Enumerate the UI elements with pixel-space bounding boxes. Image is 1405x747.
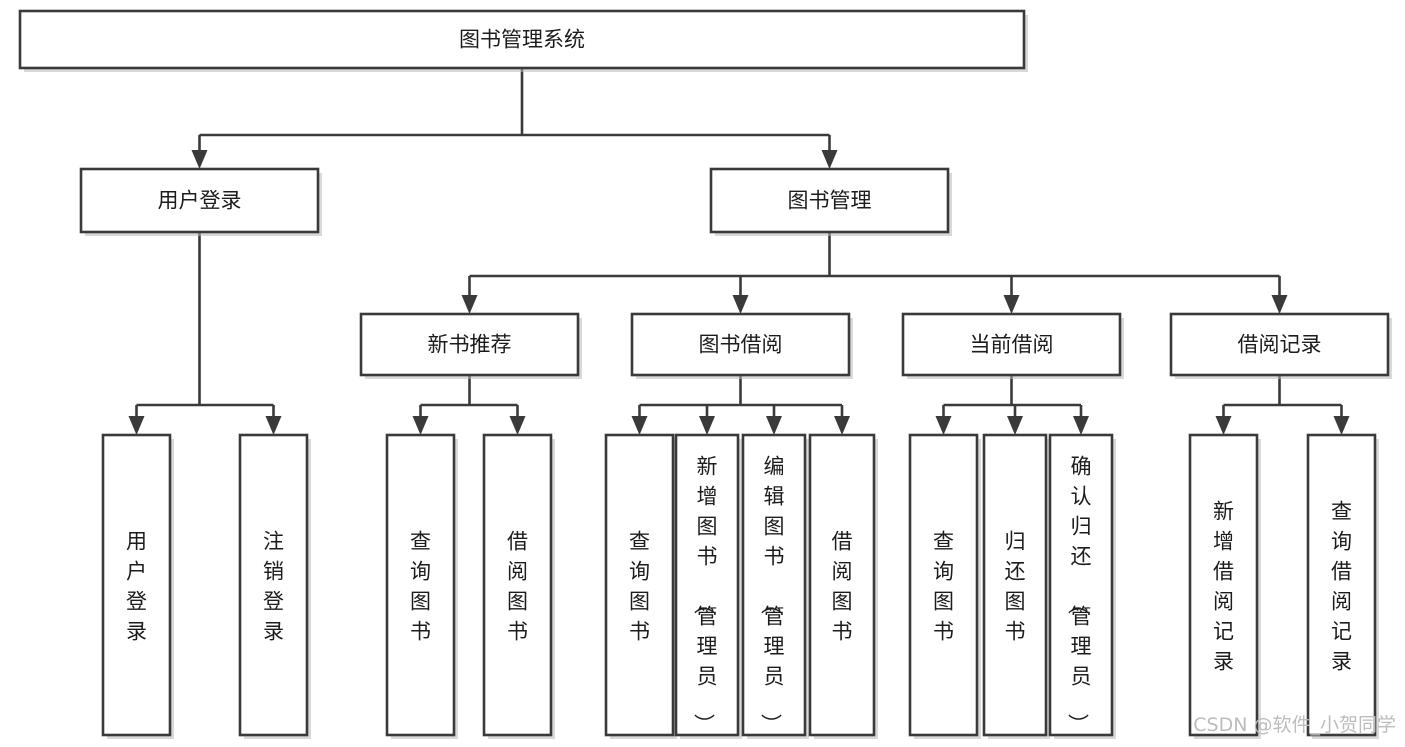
node-label: 查询借阅记录: [1331, 499, 1352, 673]
node-leaf-add-book[interactable]: 新增图书（管理员）: [674, 433, 742, 739]
node-box[interactable]: [385, 433, 456, 737]
arrow-head: [631, 416, 648, 435]
node-label: 编辑图书（管理员）: [759, 454, 785, 734]
arrow-head: [766, 416, 782, 435]
arrow-head: [1271, 295, 1288, 314]
node-label: 查询图书: [933, 529, 954, 643]
node-box[interactable]: [1306, 433, 1377, 737]
node-leaf-borrow-book-1[interactable]: 借阅图书: [482, 433, 555, 739]
node-box[interactable]: [359, 312, 580, 377]
node-leaf-confirm-return[interactable]: 确认归还（管理员）: [1048, 433, 1116, 739]
node-box[interactable]: [982, 433, 1048, 737]
node-label: 新增图书（管理员）: [692, 454, 718, 734]
arrow-head: [191, 150, 208, 169]
arrow-head: [834, 416, 850, 435]
arrow-head: [128, 416, 145, 435]
node-box[interactable]: [1169, 312, 1390, 377]
node-leaf-query-book-1[interactable]: 查询图书: [385, 433, 458, 739]
node-user-login[interactable]: 用户登录: [79, 167, 322, 236]
node-box[interactable]: [604, 433, 675, 737]
node-label: 当前借阅: [970, 333, 1054, 357]
arrow-head: [732, 295, 749, 314]
node-label: 图书借阅: [699, 333, 783, 357]
node-leaf-user-logout[interactable]: 注销登录: [238, 433, 311, 739]
node-box[interactable]: [908, 433, 979, 737]
arrow-head: [935, 416, 952, 435]
nodes-layer: 图书管理系统用户登录图书管理新书推荐图书借阅当前借阅借阅记录用户登录注销登录查询…: [18, 9, 1392, 739]
node-label: 新增借阅记录: [1213, 499, 1234, 673]
node-box[interactable]: [901, 312, 1122, 377]
arrow-head: [461, 295, 478, 314]
arrow-head: [699, 416, 715, 435]
node-current-borrow[interactable]: 当前借阅: [901, 312, 1124, 379]
node-label: 注销登录: [263, 529, 284, 643]
node-box[interactable]: [101, 433, 172, 737]
arrow-head: [1215, 416, 1232, 435]
arrow-head: [509, 416, 526, 435]
node-box[interactable]: [709, 167, 950, 234]
arrow-head: [1333, 416, 1350, 435]
node-leaf-return-book[interactable]: 归还图书: [982, 433, 1050, 739]
node-box[interactable]: [674, 433, 740, 737]
node-label: 查询图书: [410, 529, 431, 643]
node-label: 借阅记录: [1238, 333, 1322, 357]
node-label: 用户登录: [158, 189, 242, 213]
node-borrow-record[interactable]: 借阅记录: [1169, 312, 1392, 379]
arrow-head: [265, 416, 282, 435]
node-leaf-user-login[interactable]: 用户登录: [101, 433, 174, 739]
node-leaf-add-record[interactable]: 新增借阅记录: [1188, 433, 1261, 739]
node-book-manage[interactable]: 图书管理: [709, 167, 952, 236]
arrow-head: [1073, 416, 1089, 435]
node-label: 新书推荐: [428, 333, 512, 357]
node-box[interactable]: [482, 433, 553, 737]
node-root[interactable]: 图书管理系统: [18, 9, 1028, 72]
node-label: 用户登录: [126, 529, 147, 643]
node-box[interactable]: [630, 312, 851, 377]
node-box[interactable]: [1048, 433, 1114, 737]
node-box[interactable]: [18, 9, 1026, 70]
node-box[interactable]: [79, 167, 320, 234]
node-label: 图书管理: [788, 189, 872, 213]
node-label: 图书管理系统: [459, 28, 585, 52]
node-new-book-rec[interactable]: 新书推荐: [359, 312, 582, 379]
node-label: 查询图书: [629, 529, 650, 643]
node-leaf-edit-book[interactable]: 编辑图书（管理员）: [741, 433, 809, 739]
node-leaf-query-record[interactable]: 查询借阅记录: [1306, 433, 1379, 739]
arrow-head: [821, 150, 838, 169]
arrow-head: [412, 416, 429, 435]
node-box[interactable]: [238, 433, 309, 737]
csdn-watermark: CSDN @软件_小贺同学: [1193, 714, 1396, 736]
connectors-layer: [128, 68, 1350, 435]
arrow-head: [1007, 416, 1023, 435]
node-label: 归还图书: [1005, 529, 1026, 643]
node-label: 借阅图书: [507, 529, 528, 643]
node-leaf-query-book-3[interactable]: 查询图书: [908, 433, 981, 739]
node-leaf-borrow-book-2[interactable]: 借阅图书: [808, 433, 878, 739]
node-book-borrow[interactable]: 图书借阅: [630, 312, 853, 379]
arrow-head: [1003, 295, 1020, 314]
node-box[interactable]: [1188, 433, 1259, 737]
node-label: 借阅图书: [832, 529, 853, 643]
node-leaf-query-book-2[interactable]: 查询图书: [604, 433, 677, 739]
node-box[interactable]: [808, 433, 876, 737]
node-box[interactable]: [741, 433, 807, 737]
node-label: 确认归还（管理员）: [1066, 454, 1092, 734]
